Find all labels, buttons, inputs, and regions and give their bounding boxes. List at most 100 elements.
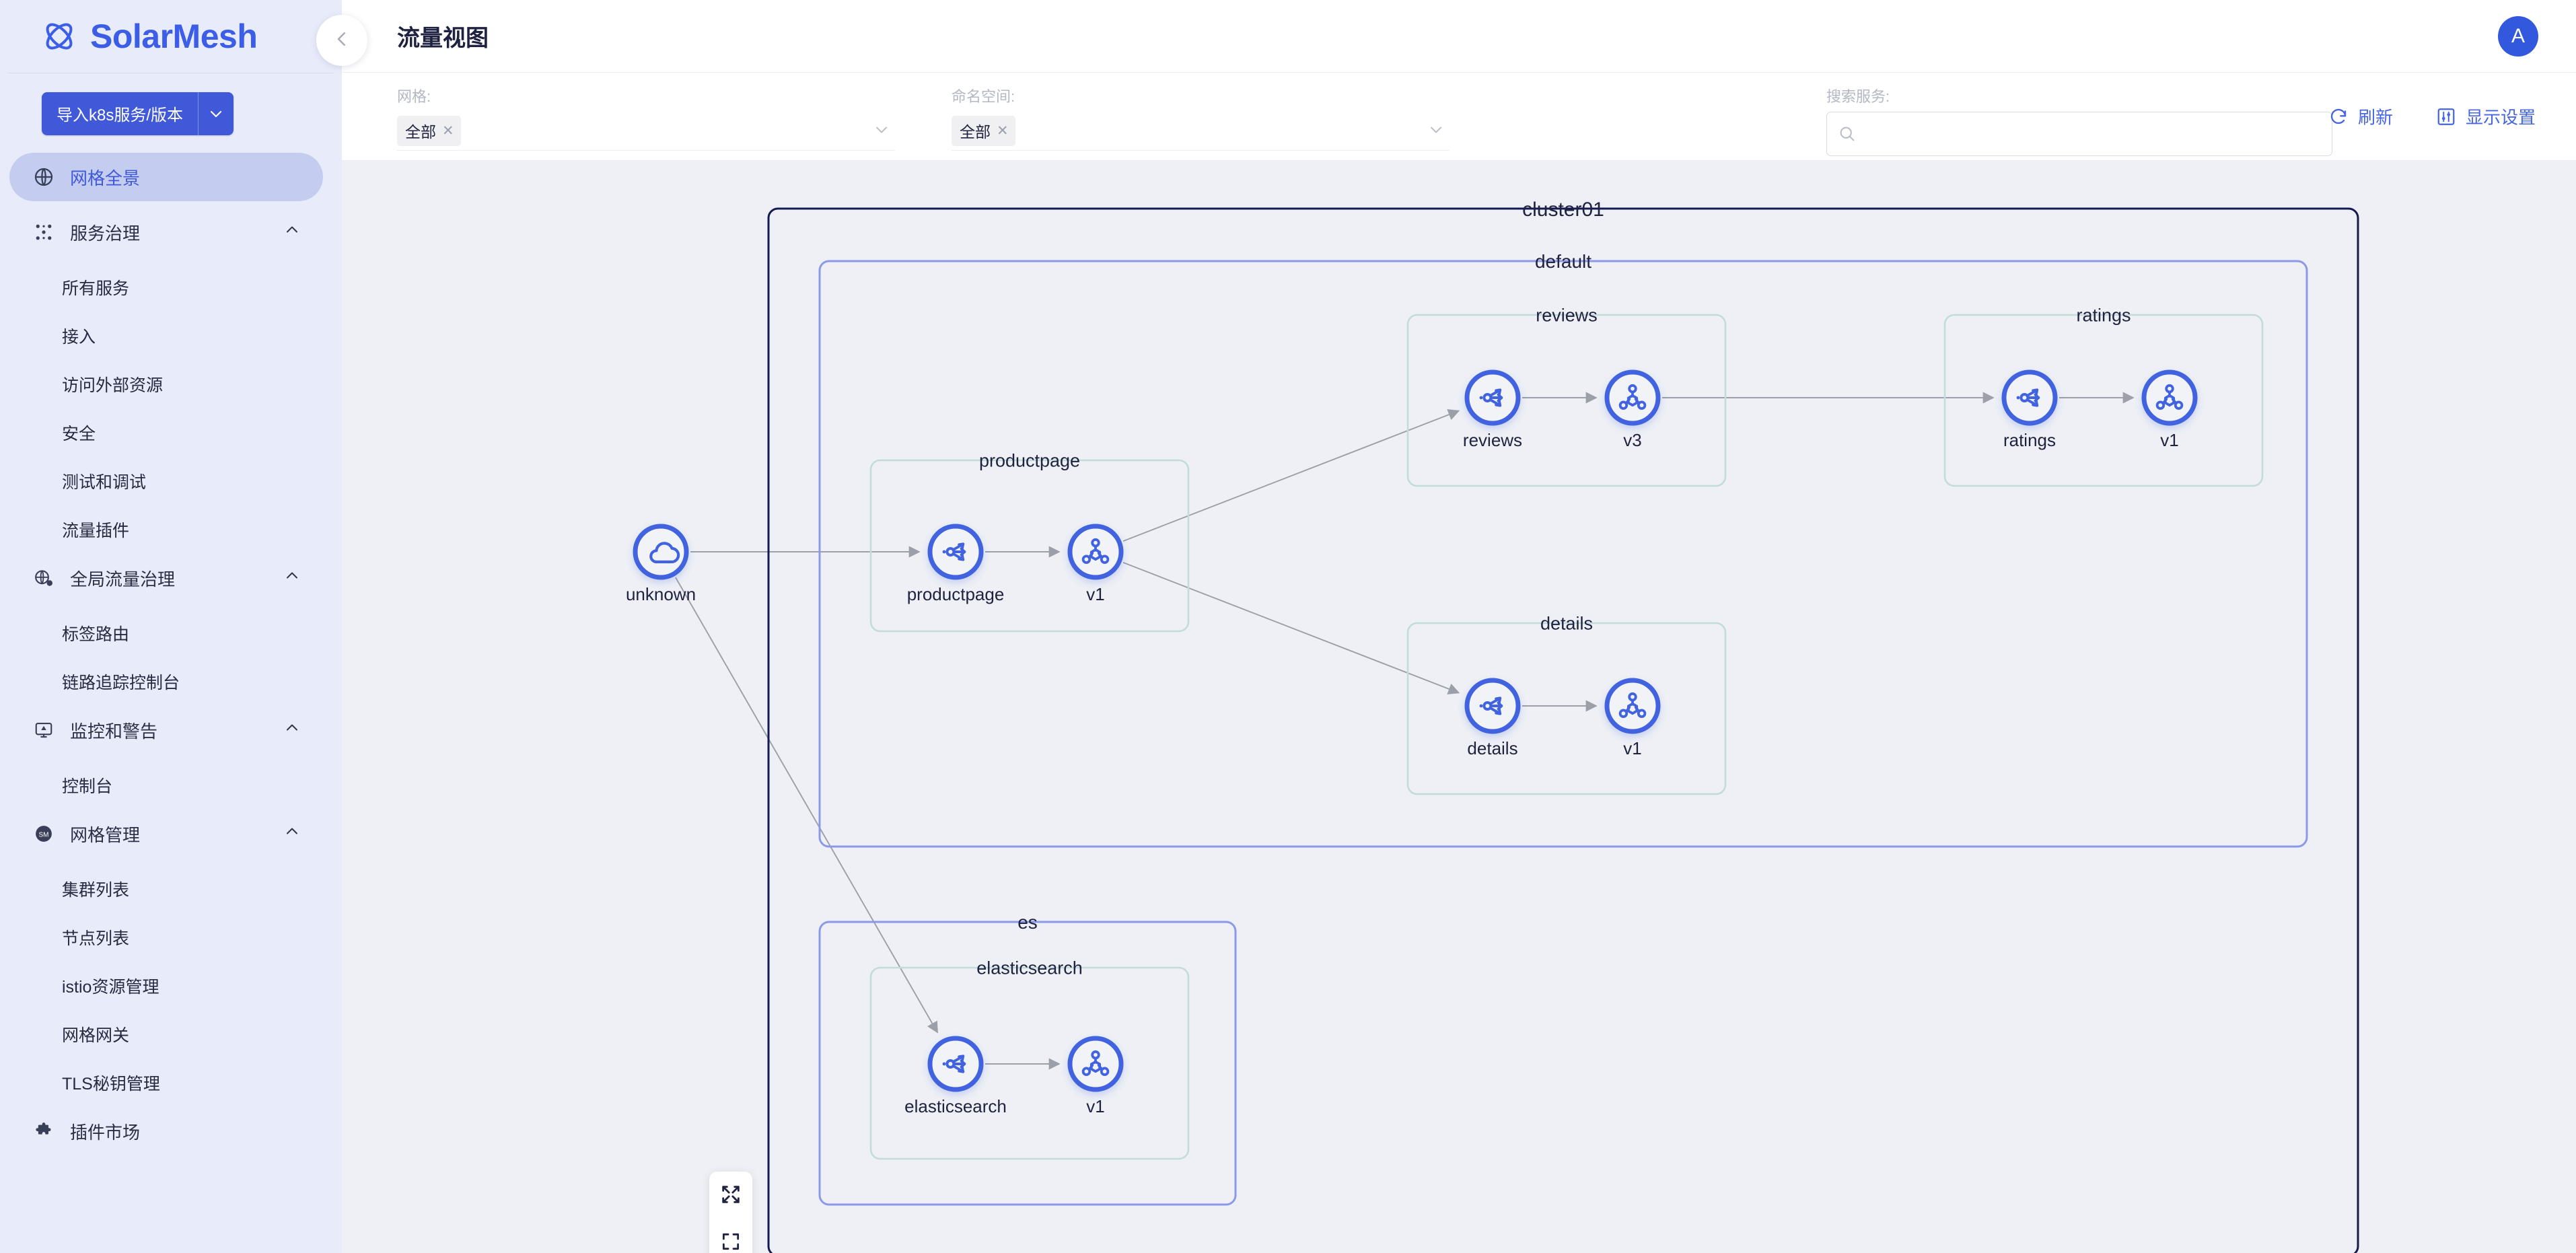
sidebar-item-label: 访问外部资源 <box>62 376 164 395</box>
sidebar-item-all-services[interactable]: 所有服务 <box>0 263 342 312</box>
sidebar-item-label: 接入 <box>62 328 96 347</box>
chevron-down-icon[interactable] <box>872 120 891 142</box>
sidebar-item-cluster-list[interactable]: 集群列表 <box>0 865 342 913</box>
svg-text:default: default <box>1535 251 1591 272</box>
sidebar-item-label: 集群列表 <box>62 881 130 900</box>
graph-nodes[interactable]: unknown productpage v1 reviews v3 ratings v1 de… <box>626 369 2198 1116</box>
sidebar-item-monitoring-alerts[interactable]: 监控和警告 <box>9 706 323 754</box>
import-button-label: 导入k8s服务/版本 <box>57 106 184 124</box>
search-box[interactable] <box>1826 112 2332 156</box>
canvas-controls[interactable] <box>709 1172 752 1253</box>
brand: SolarMesh <box>0 0 342 73</box>
display-settings-button[interactable]: 显示设置 <box>2436 104 2536 129</box>
graph-node-label: productpage <box>907 584 1005 604</box>
graph-node-label: details <box>1467 738 1517 758</box>
close-x-icon[interactable]: ✕ <box>997 122 1009 139</box>
graph-node-reviews-v3[interactable]: v3 <box>1604 369 1661 450</box>
graph-node-details[interactable]: details <box>1464 678 1521 758</box>
close-x-icon[interactable]: ✕ <box>442 122 454 139</box>
svg-text:productpage: productpage <box>979 451 1080 471</box>
graph-node-elasticsearch[interactable]: elasticsearch <box>904 1036 1007 1116</box>
mesh-select[interactable]: 全部 ✕ <box>397 112 895 151</box>
import-row: 导入k8s服务/版本 <box>0 73 342 153</box>
chevron-up-icon[interactable] <box>284 568 300 589</box>
search-input[interactable] <box>1863 124 2321 143</box>
sm-badge-icon: SM <box>32 822 55 845</box>
sidebar-item-mesh-management[interactable]: SM 网格管理 <box>9 810 323 858</box>
sidebar-item-label: 测试和调试 <box>62 473 147 492</box>
service-dots-icon <box>32 221 55 244</box>
chevron-up-icon[interactable] <box>284 222 300 243</box>
chevron-down-icon[interactable] <box>1427 120 1445 142</box>
mesh-filter-label: 网格: <box>397 88 431 105</box>
service-group-ratings: ratings <box>1943 306 2264 487</box>
sidebar-item-label: 网格全景 <box>70 168 141 188</box>
sidebar-item-mesh-overview[interactable]: 网格全景 <box>9 153 323 201</box>
graph-node-label: v1 <box>1086 1096 1104 1116</box>
sidebar-item-service-governance[interactable]: 服务治理 <box>9 208 323 256</box>
display-settings-label: 显示设置 <box>2465 107 2536 128</box>
expand-arrows-icon[interactable] <box>716 1180 746 1209</box>
namespace-selected-tag[interactable]: 全部 ✕ <box>952 116 1015 146</box>
graph-node-details-v1[interactable]: v1 <box>1604 678 1661 758</box>
cluster-box-cluster01: cluster01 <box>767 199 2359 1253</box>
graph-node-productpage-v1[interactable]: v1 <box>1067 524 1124 604</box>
search-filter-label: 搜索服务: <box>1826 88 1890 105</box>
sidebar-item-ingress[interactable]: 接入 <box>0 312 342 360</box>
graph-node-productpage[interactable]: productpage <box>907 524 1005 604</box>
search-filter-group: 搜索服务: <box>1826 85 2338 156</box>
sidebar-item-global-traffic-governance[interactable]: 全局流量治理 <box>9 554 323 602</box>
mesh-filter-group: 网格: 全部 ✕ <box>397 85 895 151</box>
avatar[interactable]: A <box>2498 16 2538 57</box>
refresh-button[interactable]: 刷新 <box>2328 104 2393 129</box>
sidebar-item-traffic-plugins[interactable]: 流量插件 <box>0 505 342 554</box>
refresh-label: 刷新 <box>2357 107 2393 128</box>
import-k8s-service-button[interactable]: 导入k8s服务/版本 <box>42 92 234 135</box>
graph-node-label: v3 <box>1623 430 1641 450</box>
graph-node-label: v1 <box>1086 584 1104 604</box>
graph-edges <box>675 392 2135 1070</box>
graph-node-ratings[interactable]: ratings <box>2001 369 2058 450</box>
service-group-details: details <box>1406 614 1727 795</box>
sidebar-item-tracing-console[interactable]: 链路追踪控制台 <box>0 657 342 706</box>
sidebar-item-label-routing[interactable]: 标签路由 <box>0 609 342 657</box>
import-button-separator <box>198 92 199 135</box>
sidebar-item-label: 网格管理 <box>70 824 141 845</box>
sidebar-item-tls-key-management[interactable]: TLS秘钥管理 <box>0 1059 342 1107</box>
graph-node-label: v1 <box>2160 430 2178 450</box>
sidebar-item-external-resources[interactable]: 访问外部资源 <box>0 360 342 408</box>
fit-screen-icon[interactable] <box>716 1227 746 1253</box>
graph-node-label: elasticsearch <box>904 1096 1007 1116</box>
mesh-tag-label: 全部 <box>405 123 436 141</box>
sidebar-item-istio-resources[interactable]: istio资源管理 <box>0 962 342 1010</box>
sidebar-collapse-button[interactable] <box>316 15 367 66</box>
chevron-up-icon[interactable] <box>284 824 300 845</box>
topbar: 流量视图 A <box>342 0 2576 73</box>
namespace-select[interactable]: 全部 ✕ <box>952 112 1450 151</box>
brand-name: SolarMesh <box>90 17 258 55</box>
graph-node-label: reviews <box>1463 430 1522 450</box>
sidebar-item-label: 链路追踪控制台 <box>62 674 180 692</box>
filter-actions: 刷新 显示设置 <box>2328 104 2536 129</box>
graph-node-ratings-v1[interactable]: v1 <box>2141 369 2198 450</box>
avatar-initial: A <box>2511 25 2525 47</box>
graph-node-reviews[interactable]: reviews <box>1463 369 1522 450</box>
sidebar-item-test-debug[interactable]: 测试和调试 <box>0 457 342 505</box>
puzzle-icon <box>32 1120 55 1143</box>
graph-node-elasticsearch-v1[interactable]: v1 <box>1067 1036 1124 1116</box>
graph-node-label: v1 <box>1623 738 1641 758</box>
sidebar-item-mesh-gateway[interactable]: 网格网关 <box>0 1010 342 1059</box>
chevron-down-icon[interactable] <box>199 92 234 135</box>
atom-mesh-icon <box>42 19 77 54</box>
sidebar-item-security[interactable]: 安全 <box>0 408 342 457</box>
chevron-up-icon[interactable] <box>284 720 300 741</box>
svg-text:es: es <box>1017 912 1038 933</box>
sidebar-item-plugin-market[interactable]: 插件市场 <box>9 1107 323 1155</box>
graph-node-unknown[interactable]: unknown <box>626 524 696 604</box>
sidebar-item-node-list[interactable]: 节点列表 <box>0 913 342 962</box>
sidebar-item-console[interactable]: 控制台 <box>0 761 342 810</box>
mesh-selected-tag[interactable]: 全部 ✕ <box>397 116 461 146</box>
